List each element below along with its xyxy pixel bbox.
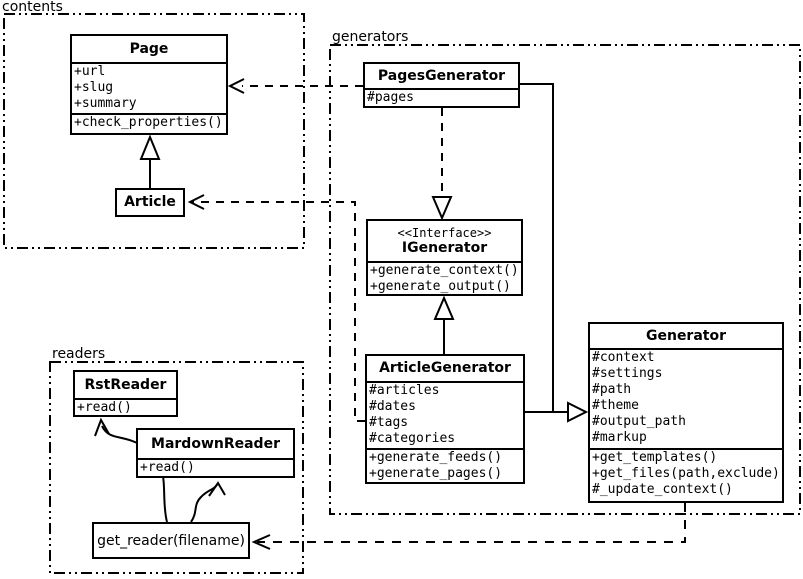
class-rst-reader-title: RstReader (84, 376, 167, 393)
attribute: #settings (592, 366, 663, 381)
attribute: +summary (74, 96, 137, 111)
class-page-methods: +check_properties() (72, 113, 226, 133)
inheritance-triangle-page (139, 134, 161, 160)
attribute: #path (592, 382, 632, 397)
package-label-generators: generators (332, 29, 409, 45)
class-rst-reader: RstReader +read() (73, 370, 178, 417)
class-article-generator: ArticleGenerator #articles #dates #tags … (365, 354, 525, 484)
open-arrowhead-rstreader (94, 417, 110, 437)
open-arrowhead-get-reader (251, 534, 271, 550)
class-generator-attributes: #context #settings #path #theme #output_… (590, 348, 782, 448)
class-page: Page +url +slug +summary +check_properti… (70, 34, 228, 135)
package-generators-border (329, 44, 801, 515)
method: +get_files(path,exclude) (592, 466, 780, 481)
attribute: #markup (592, 430, 647, 445)
class-igenerator-methods: +generate_context() +generate_output() (368, 261, 521, 294)
class-article-generator-methods: +generate_feeds() +generate_pages() (367, 448, 523, 482)
class-pages-generator: PagesGenerator #pages (363, 62, 520, 108)
inheritance-triangle-igenerator-bottom (433, 295, 455, 320)
method: +check_properties() (74, 115, 223, 130)
class-mardown-reader-title: MardownReader (151, 435, 280, 452)
class-mardown-reader-methods: +read() (138, 458, 293, 476)
class-igenerator-title: IGenerator (401, 239, 488, 256)
attribute: #dates (369, 399, 416, 414)
realization-triangle-igenerator-top (431, 196, 453, 221)
class-page-title: Page (129, 40, 169, 57)
package-readers-border (49, 361, 304, 574)
method: +generate_context() (370, 263, 519, 278)
method: +generate_pages() (369, 466, 503, 481)
function-get-reader-label: get_reader(filename) (97, 532, 245, 549)
edge-pagesgenerator-extends-generator (520, 83, 568, 413)
class-mardown-reader: MardownReader +read() (136, 428, 295, 478)
attribute: #pages (367, 90, 414, 105)
attribute: #categories (369, 431, 456, 446)
class-pages-generator-attributes: #pages (365, 88, 518, 106)
function-get-reader: get_reader(filename) (92, 522, 250, 559)
attribute: #tags (369, 415, 409, 430)
class-rst-reader-methods: +read() (75, 398, 176, 415)
class-article-generator-attributes: #articles #dates #tags #categories (367, 381, 523, 448)
class-generator: Generator #context #settings #path #them… (588, 322, 784, 503)
class-igenerator: <<Interface>> IGenerator +generate_conte… (366, 219, 523, 296)
class-article-title: Article (124, 194, 176, 210)
method: +generate_output() (370, 279, 511, 294)
edge-articlegenerator-uses-article (192, 201, 365, 422)
open-arrowhead-article (187, 194, 205, 210)
class-article-generator-title: ArticleGenerator (379, 360, 511, 376)
package-label-readers: readers (52, 346, 106, 362)
method: +read() (77, 400, 132, 415)
attribute: +slug (74, 80, 114, 95)
class-generator-methods: +get_templates() +get_files(path,exclude… (590, 448, 782, 501)
inheritance-triangle-generator (567, 401, 589, 423)
open-arrowhead-page (227, 78, 245, 94)
attribute: #context (592, 350, 655, 365)
package-label-contents: contents (2, 0, 63, 15)
attribute: #output_path (592, 414, 686, 429)
attribute: #theme (592, 398, 639, 413)
class-igenerator-stereotype: <<Interface>> (397, 225, 492, 240)
class-article: Article (115, 188, 185, 217)
class-page-attributes: +url +slug +summary (72, 62, 226, 113)
method: +generate_feeds() (369, 450, 503, 465)
open-arrowhead-mardownreader (208, 481, 226, 497)
method: #_update_context() (592, 482, 733, 497)
edge-generator-uses-get-reader (257, 503, 686, 543)
attribute: #articles (369, 383, 440, 398)
class-generator-title: Generator (645, 327, 726, 344)
method: +get_templates() (592, 450, 718, 465)
method: +read() (140, 460, 195, 475)
class-pages-generator-title: PagesGenerator (377, 67, 506, 84)
attribute: +url (74, 64, 106, 79)
package-contents-border (3, 13, 305, 249)
